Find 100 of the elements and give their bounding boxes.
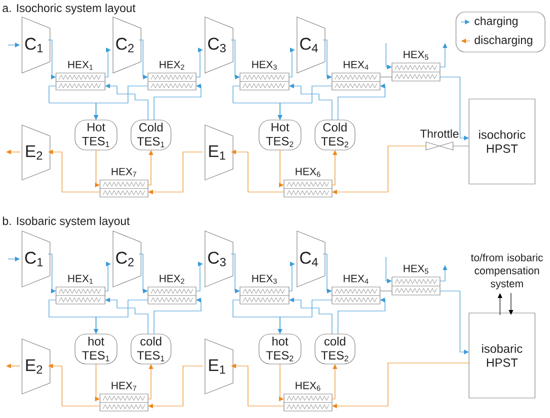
heat-exchanger: HEX$_{5}$	[392, 50, 440, 82]
pipe-arrow	[440, 290, 469, 354]
pipe-line	[380, 76, 392, 78]
pipe-arrow	[104, 262, 111, 292]
pipe-arrow	[332, 362, 470, 408]
panel-title: a. Isochoric system layout	[2, 4, 136, 14]
pipe-arrow	[94, 86, 148, 120]
pipe-arrow	[148, 364, 154, 400]
storage-tank: cold TES$_{1}$	[130, 334, 172, 364]
compressor: C$_{3}$	[204, 16, 234, 74]
pipe-arrow	[289, 298, 332, 334]
heat-exchanger: HEX$_{3}$	[240, 274, 290, 304]
pipe-arrow	[231, 150, 284, 192]
storage-vessel: isochoric HPST	[468, 98, 536, 184]
pipe-arrow	[230, 40, 240, 80]
pipe-arrow	[278, 150, 284, 188]
heat-exchanger: HEX$_{4}$	[332, 60, 380, 90]
node-label: HEX$_{3}$	[252, 60, 277, 70]
pipe-arrow	[48, 254, 56, 294]
pipe-arrow	[322, 40, 332, 80]
heat-exchanger: HEX$_{1}$	[56, 60, 106, 90]
pipe-arrow	[105, 84, 148, 120]
heat-exchanger: HEX$_{4}$	[332, 274, 380, 304]
pipe-arrow	[386, 256, 392, 284]
heat-exchanger: HEX$_{7}$	[100, 168, 148, 198]
pipe-arrow	[196, 262, 203, 292]
pipe-arrow	[288, 262, 295, 292]
node-label: HEX$_{4}$	[344, 274, 368, 284]
pipe-arrow	[154, 84, 202, 120]
pipe-arrow	[6, 364, 20, 368]
pipe-arrow	[288, 48, 295, 78]
node-label: HEX$_{3}$	[252, 274, 277, 284]
compressor: C$_{3}$	[204, 230, 234, 288]
pipe-arrow	[94, 150, 100, 188]
heat-exchanger: HEX$_{3}$	[240, 60, 290, 90]
pipe-arrow	[138, 254, 148, 294]
pipe-arrow	[278, 300, 332, 334]
heat-exchanger: HEX$_{6}$	[284, 382, 332, 412]
pipe-arrow	[508, 292, 514, 315]
pipe-arrow	[230, 254, 240, 294]
pipe-arrow	[332, 364, 338, 400]
pipe-line	[380, 290, 392, 292]
pipe-arrow	[498, 293, 502, 316]
compressor: C$_{1}$	[22, 230, 50, 288]
pipe-arrow	[94, 300, 148, 334]
expander: E$_{2}$	[22, 124, 50, 180]
storage-vessel: isobaric HPST	[468, 312, 536, 398]
node-label: HEX$_{6}$	[296, 168, 320, 177]
compressor: C$_{2}$	[112, 16, 142, 74]
legend-label: discharging	[474, 36, 532, 46]
node-label: HEX$_{2}$	[160, 274, 184, 284]
storage-tank: Hot TES$_{1}$	[74, 120, 118, 150]
pipe-arrow	[289, 84, 332, 120]
pipe-arrow	[196, 48, 203, 78]
heat-exchanger: HEX$_{5}$	[392, 264, 440, 296]
storage-tank: cold TES$_{2}$	[314, 334, 356, 364]
node-label: HEX$_{5}$	[404, 264, 428, 274]
pipe-arrow	[231, 364, 284, 406]
pipe-arrow	[278, 364, 284, 402]
node-label: HEX$_{5}$	[404, 50, 428, 60]
expander: E$_{1}$	[204, 124, 234, 180]
pipe-arrow	[6, 150, 20, 154]
storage-tank: hot TES$_{1}$	[74, 334, 118, 364]
node-label: HEX$_{4}$	[344, 60, 368, 70]
pipe-arrow	[322, 254, 332, 294]
node-label: Throttle	[420, 129, 458, 138]
pipe-arrow	[48, 150, 100, 192]
pipe-arrow	[148, 150, 154, 186]
storage-tank: Cold TES$_{2}$	[314, 120, 356, 150]
panel-title: b. Isobaric system layout	[2, 216, 130, 228]
expander: E$_{1}$	[204, 338, 234, 394]
node-label: HEX$_{6}$	[296, 382, 320, 391]
pipe-arrow	[148, 366, 204, 408]
node-label: HEX$_{2}$	[160, 60, 184, 70]
storage-tank: Cold TES$_{1}$	[130, 120, 172, 150]
pipe-arrow	[105, 298, 148, 334]
pipe-arrow	[148, 152, 204, 194]
pipe-arrow	[138, 40, 148, 80]
node-label: HEX$_{1}$	[68, 274, 93, 284]
throttle-valve: Throttle	[420, 129, 458, 150]
pipe-arrow	[338, 298, 386, 334]
node-label: HEX$_{7}$	[112, 168, 136, 177]
pipe-arrow	[8, 256, 20, 262]
pipe-arrow	[386, 42, 392, 70]
pipe-arrow	[338, 84, 386, 120]
pipe-arrow	[48, 40, 56, 80]
pipe-arrow	[94, 364, 100, 402]
expander: E$_{2}$	[22, 338, 50, 394]
pipe-arrow	[48, 364, 100, 406]
node-label: HEX$_{1}$	[68, 60, 93, 70]
compressor: C$_{1}$	[22, 16, 50, 74]
heat-exchanger: HEX$_{7}$	[100, 382, 148, 412]
note-text: to/from isobaric compensation system	[470, 254, 543, 290]
legend-label: charging	[474, 16, 518, 28]
pipe-arrow	[104, 48, 111, 78]
heat-exchanger: HEX$_{6}$	[284, 168, 332, 198]
pipe-arrow	[440, 76, 469, 140]
pipe-arrow	[332, 150, 338, 186]
pipe-arrow	[154, 298, 202, 334]
compressor: C$_{4}$	[296, 230, 326, 288]
